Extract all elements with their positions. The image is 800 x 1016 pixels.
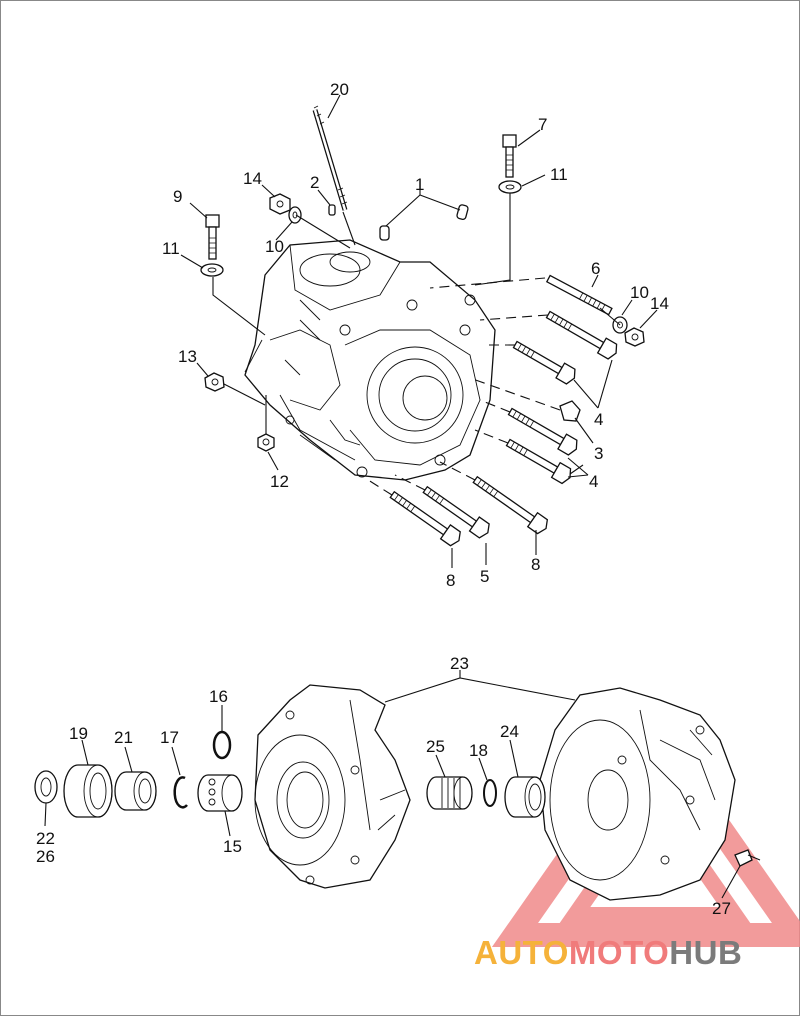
callout-12: 12 (270, 472, 289, 491)
callout-11: 11 (550, 165, 568, 184)
callout-16: 16 (209, 687, 228, 706)
watermark-word-moto: MOTO (569, 934, 669, 971)
callout-27: 27 (712, 899, 731, 918)
callout-10: 10 (265, 237, 284, 256)
callout-8b: 8 (531, 555, 540, 574)
callout-22: 22 (36, 829, 55, 848)
stud-part (312, 105, 348, 211)
watermark-word-hub: HUB (669, 934, 742, 971)
callout-24: 24 (500, 722, 519, 741)
callout-labels-bottom: 23 16 19 21 17 25 18 24 22 26 15 27 (36, 654, 731, 918)
callout-2: 2 (310, 173, 319, 192)
callout-labels-top: 20 7 11 14 2 1 9 10 11 6 10 14 13 4 3 4 … (162, 80, 669, 590)
callout-4b: 4 (589, 472, 598, 491)
callout-7: 7 (538, 115, 547, 134)
callout-14: 14 (243, 169, 262, 188)
svg-text:AUTOMOTOHUB: AUTOMOTOHUB (474, 934, 742, 971)
callout-9: 9 (173, 187, 182, 206)
callout-10b: 10 (630, 283, 649, 302)
callout-25: 25 (426, 737, 445, 756)
callout-19: 19 (69, 724, 88, 743)
callout-8: 8 (446, 571, 455, 590)
callout-20: 20 (330, 80, 349, 99)
callout-18: 18 (469, 741, 488, 760)
upper-crankcase-assembly (180, 94, 658, 568)
callout-1: 1 (415, 175, 424, 194)
callout-3: 3 (594, 444, 603, 463)
callout-6: 6 (591, 259, 600, 278)
callout-15: 15 (223, 837, 242, 856)
callout-17: 17 (160, 728, 179, 747)
watermark-word-auto: AUTO (474, 934, 569, 971)
callout-4: 4 (594, 410, 603, 429)
callout-5: 5 (480, 567, 489, 586)
callout-14b: 14 (650, 294, 669, 313)
lower-case-assembly (34, 670, 761, 901)
callout-21: 21 (114, 728, 133, 747)
callout-26: 26 (36, 847, 55, 866)
watermark-text: AUTOMOTOHUB (474, 934, 742, 971)
callout-23: 23 (450, 654, 469, 673)
callout-11b: 11 (162, 239, 180, 258)
callout-13: 13 (178, 347, 197, 366)
